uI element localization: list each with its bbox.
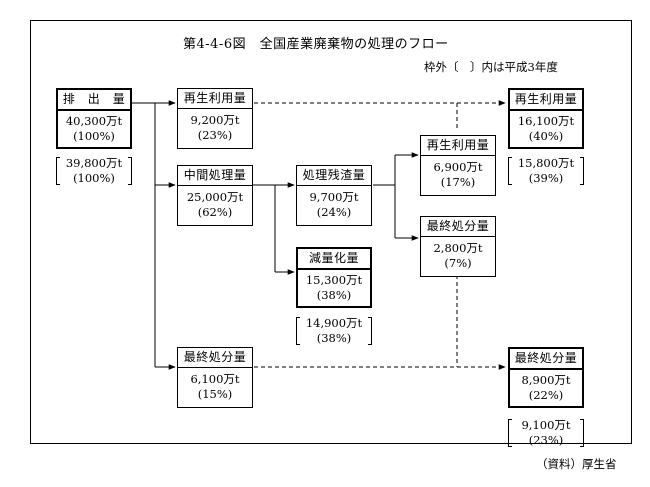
node-label: 最終処分量	[421, 217, 495, 237]
node-value: 16,100万t	[517, 114, 575, 128]
node-percent: (100%)	[73, 129, 115, 143]
node-recycle-residue: 再生利用量 6,900万t (17%)	[420, 135, 496, 196]
bracket-left	[56, 157, 60, 185]
node-label: 中間処理量	[178, 166, 252, 186]
node-percent: (22%)	[528, 388, 564, 402]
prev-value: 39,800万t	[65, 156, 123, 170]
node-percent: (23%)	[197, 128, 233, 142]
bracket-right	[580, 419, 584, 447]
node-discharge: 排 出 量 40,300万t (100%)	[56, 88, 132, 149]
prev-reduction: 14,900万t (38%)	[296, 316, 372, 348]
node-final-direct: 最終処分量 6,100万t (15%)	[177, 347, 253, 408]
prev-value: 14,900万t	[305, 316, 363, 330]
bracket-left	[508, 157, 512, 185]
node-value: 8,900万t	[521, 373, 571, 387]
node-value: 6,900万t	[433, 160, 483, 174]
node-recycle-direct: 再生利用量 9,200万t (23%)	[177, 88, 253, 149]
prev-value: 15,800万t	[517, 156, 575, 170]
node-label: 再生利用量	[510, 90, 582, 111]
prev-recycle-total: 15,800万t (39%)	[508, 156, 584, 188]
node-value: 2,800万t	[433, 241, 483, 255]
node-percent: (24%)	[316, 205, 352, 219]
figure-frame	[30, 20, 632, 444]
node-percent: (38%)	[316, 288, 352, 302]
node-value: 9,700万t	[309, 190, 359, 204]
node-label: 処理残渣量	[297, 166, 371, 186]
node-label: 最終処分量	[510, 349, 582, 370]
node-residue: 処理残渣量 9,700万t (24%)	[296, 165, 372, 226]
prev-percent: (23%)	[528, 433, 564, 447]
node-recycle-total: 再生利用量 16,100万t (40%)	[508, 88, 584, 149]
node-label: 排 出 量	[58, 90, 130, 111]
node-percent: (15%)	[197, 387, 233, 401]
node-label: 再生利用量	[178, 89, 252, 109]
node-percent: (17%)	[440, 175, 476, 189]
prev-percent: (39%)	[528, 171, 564, 185]
node-final-total: 最終処分量 8,900万t (22%)	[508, 347, 584, 408]
node-label: 最終処分量	[178, 348, 252, 368]
prev-discharge: 39,800万t (100%)	[56, 156, 132, 188]
bracket-right	[128, 157, 132, 185]
node-value: 40,300万t	[65, 114, 123, 128]
bracket-left	[296, 317, 300, 345]
node-final-residue: 最終処分量 2,800万t (7%)	[420, 216, 496, 277]
node-percent: (40%)	[528, 129, 564, 143]
bracket-right	[368, 317, 372, 345]
node-value: 6,100万t	[190, 372, 240, 386]
node-intermediate: 中間処理量 25,000万t (62%)	[177, 165, 253, 226]
figure-note: 枠外〔 〕内は平成3年度	[424, 60, 558, 74]
node-percent: (7%)	[444, 256, 472, 270]
prev-value: 9,100万t	[521, 418, 571, 432]
figure-title: 第4-4-6図 全国産業廃棄物の処理のフロー	[183, 37, 449, 52]
node-label: 減量化量	[298, 249, 370, 270]
node-value: 25,000万t	[186, 190, 244, 204]
node-label: 再生利用量	[421, 136, 495, 156]
bracket-right	[580, 157, 584, 185]
prev-percent: (100%)	[73, 171, 115, 185]
bracket-left	[508, 419, 512, 447]
node-percent: (62%)	[197, 205, 233, 219]
node-value: 15,300万t	[305, 273, 363, 287]
node-reduction: 減量化量 15,300万t (38%)	[296, 247, 372, 308]
prev-percent: (38%)	[316, 331, 352, 345]
prev-final-total: 9,100万t (23%)	[508, 418, 584, 450]
node-value: 9,200万t	[190, 113, 240, 127]
source-note: （資料）厚生省	[536, 457, 617, 471]
